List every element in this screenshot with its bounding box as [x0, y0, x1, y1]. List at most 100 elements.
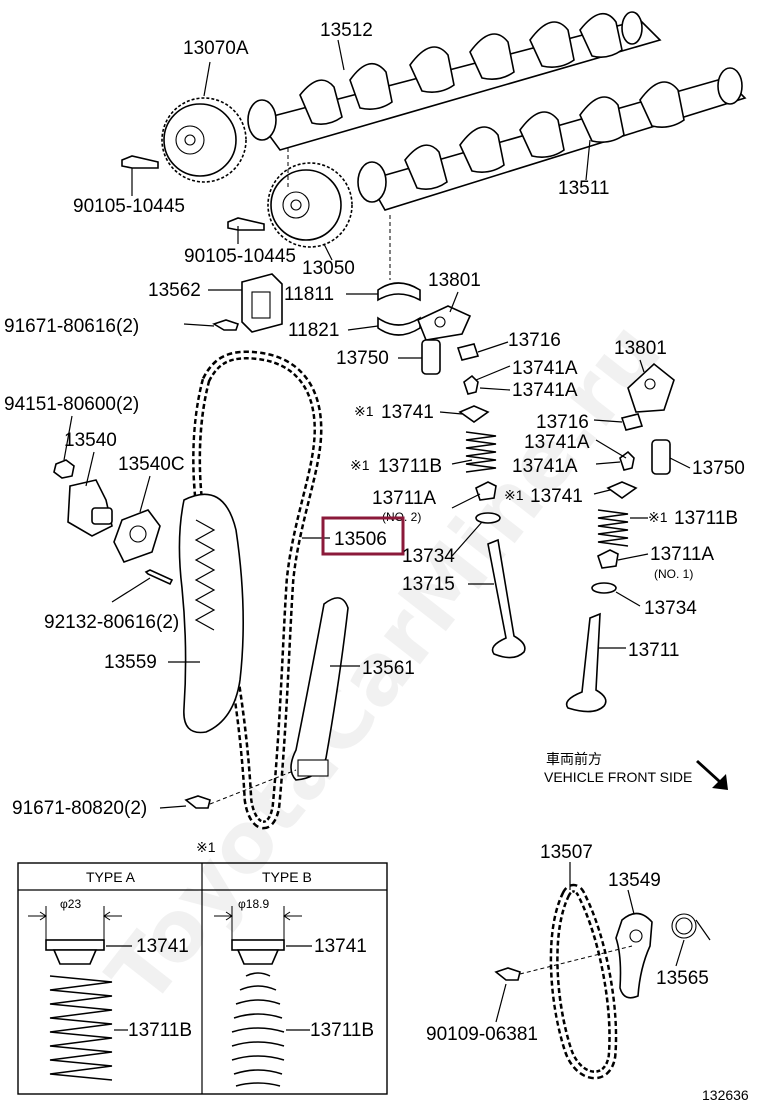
vehicle-front-en: VEHICLE FRONT SIDE — [544, 769, 692, 785]
label-13801-exhaust: 13801 — [614, 338, 667, 359]
inset-type-a-retainer: 13741 — [136, 936, 189, 957]
lash-adjuster-exhaust[interactable] — [651, 439, 671, 475]
label-13562: 13562 — [148, 280, 201, 301]
spring-retainer-exhaust[interactable] — [606, 481, 638, 499]
label-13711B-exhaust: 13711B — [674, 508, 738, 529]
valve-intake-13711[interactable] — [565, 612, 607, 713]
ref-mark-4: ※1 — [648, 509, 668, 525]
camshaft-exhaust[interactable] — [357, 67, 747, 211]
label-13511: 13511 — [558, 178, 609, 199]
tensioner-gasket-13540C[interactable] — [113, 509, 161, 563]
ref-mark-1: ※1 — [354, 403, 374, 419]
cam-bearing-lower[interactable] — [377, 316, 421, 336]
damper-bolt-icon — [184, 795, 211, 809]
label-13716-intake: 13716 — [508, 330, 561, 351]
inset-type-b-title: TYPE B — [262, 869, 312, 885]
label-13734-intake: 13734 — [402, 546, 455, 567]
rocker-arm-intake[interactable] — [416, 305, 472, 341]
inset-type-b-retainer: 13741 — [314, 936, 367, 957]
tensioner-spring-13565[interactable] — [671, 913, 711, 941]
type-a-spring — [49, 975, 113, 1081]
label-13711A-no2: 13711A — [372, 488, 436, 509]
label-13716-exhaust: 13716 — [536, 412, 589, 433]
gear-bolt-icon — [227, 217, 265, 231]
label-91671-80820: 91671-80820(2) — [12, 798, 147, 819]
camshaft-timing-gear-13050[interactable] — [267, 162, 353, 248]
label-11811: 11811 — [284, 284, 334, 305]
valve-exhaust-13715[interactable] — [487, 538, 526, 659]
inset-type-a-title: TYPE A — [86, 869, 136, 885]
vehicle-front-jp: 車両前方 — [546, 751, 602, 767]
tensioner-nut-icon — [53, 459, 75, 479]
inset-type-b-spring: 13711B — [310, 1020, 374, 1041]
rocker-arm-exhaust[interactable] — [627, 362, 675, 413]
label-13801-intake: 13801 — [428, 270, 481, 291]
chain-slipper-13559[interactable] — [178, 493, 244, 734]
label-13512: 13512 — [320, 20, 373, 41]
label-13750-exhaust: 13750 — [692, 458, 745, 479]
lash-pad-exhaust[interactable] — [620, 413, 644, 431]
stem-seal-no2[interactable] — [475, 481, 497, 501]
spring-seat-exhaust[interactable] — [591, 582, 617, 594]
label-13070A: 13070A — [183, 38, 249, 59]
lash-adjuster-intake[interactable] — [421, 339, 441, 375]
spring-retainer-intake[interactable] — [458, 405, 490, 423]
label-13549: 13549 — [608, 870, 661, 891]
ref-mark-2: ※1 — [350, 457, 370, 473]
valve-keeper-intake[interactable] — [463, 374, 479, 395]
label-13715: 13715 — [402, 574, 455, 595]
valve-spring-intake[interactable] — [465, 431, 497, 473]
tensioner-stud-icon — [144, 569, 174, 586]
cam-bearing-upper[interactable] — [377, 282, 421, 302]
chain-damper-13561[interactable] — [290, 597, 349, 781]
label-13741-intake: 13741 — [381, 402, 434, 423]
inset-type-a-diameter: φ23 — [60, 897, 81, 911]
label-13750-intake: 13750 — [336, 348, 389, 369]
label-13741A-3: 13741A — [524, 432, 590, 453]
label-91671-80616: 91671-80616(2) — [4, 316, 139, 337]
chain-guide-bracket[interactable] — [241, 273, 283, 333]
label-90109-06381: 90109-06381 — [426, 1024, 538, 1045]
label-13741A-1: 13741A — [512, 358, 578, 379]
note-no1: (NO. 1) — [654, 567, 693, 581]
lash-pad-intake[interactable] — [456, 343, 480, 361]
label-13741A-2: 13741A — [512, 380, 578, 401]
camshaft-timing-gear-13070A[interactable] — [161, 97, 247, 183]
plate-bolt-icon — [494, 967, 521, 981]
label-13711B-intake: 13711B — [378, 456, 442, 477]
chain-tensioner-13540[interactable] — [67, 479, 113, 537]
leader-lines — [63, 39, 691, 1023]
tensioner-plate-13549[interactable] — [615, 912, 653, 999]
label-13540: 13540 — [64, 430, 117, 451]
valve-keeper-exhaust[interactable] — [619, 450, 635, 471]
label-13711A-no1: 13711A — [650, 544, 714, 565]
type-a-retainer — [45, 939, 105, 965]
label-13741A-4: 13741A — [512, 456, 578, 477]
type-b-retainer — [231, 939, 285, 965]
label-13506-highlighted[interactable]: 13506 — [334, 529, 387, 550]
label-90105-10445-b: 90105-10445 — [184, 246, 296, 267]
label-13565: 13565 — [656, 968, 709, 989]
label-94151-80600: 94151-80600(2) — [4, 394, 139, 415]
label-13507: 13507 — [540, 842, 593, 863]
oil-pump-chain-13507[interactable] — [549, 883, 618, 1080]
label-13711: 13711 — [628, 640, 679, 661]
label-13050: 13050 — [302, 258, 355, 279]
highlight-box — [321, 516, 405, 556]
label-13540C: 13540C — [118, 454, 185, 475]
inset-type-a-spring: 13711B — [128, 1020, 192, 1041]
ref-mark-3: ※1 — [504, 487, 524, 503]
camshaft-intake[interactable] — [247, 11, 662, 151]
label-90105-10445-a: 90105-10445 — [73, 196, 185, 217]
label-13734-exhaust: 13734 — [644, 598, 697, 619]
label-13561: 13561 — [362, 658, 415, 679]
valve-spring-exhaust[interactable] — [597, 509, 629, 547]
stem-seal-no1[interactable] — [597, 549, 619, 569]
type-b-spring — [231, 972, 285, 1087]
spring-seat-intake[interactable] — [475, 512, 501, 524]
label-92132-80616: 92132-80616(2) — [44, 612, 179, 633]
diagram-code: 132636 — [702, 1087, 749, 1103]
bracket-bolt-icon — [212, 319, 240, 331]
label-13559: 13559 — [104, 652, 157, 673]
